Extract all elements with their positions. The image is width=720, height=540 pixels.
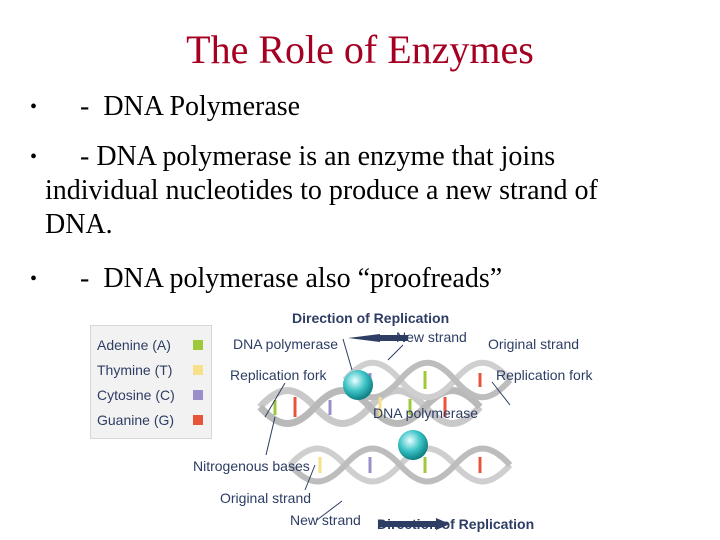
original-strand-label-bottom: Original strand xyxy=(220,490,312,506)
leader-lines xyxy=(264,338,511,521)
daughter-helix-top xyxy=(342,359,513,401)
guanine-swatch xyxy=(193,415,203,425)
arrow-right-shaft xyxy=(378,521,438,527)
dna-polymerase-label-mid: DNA polymerase xyxy=(373,405,479,421)
legend-item: Cytosine (C) xyxy=(97,384,209,406)
slide-title: The Role of Enzymes xyxy=(186,27,534,72)
enzyme-dna-polymerase-mid xyxy=(398,430,428,460)
legend-item: Thymine (T) xyxy=(97,359,209,381)
dna-helix-illustration xyxy=(257,334,513,530)
replication-fork-label-right: Replication fork xyxy=(496,367,593,383)
bullet-marker: • xyxy=(30,268,38,290)
direction-of-replication-bottom: Direction of Replication xyxy=(377,516,535,532)
legend-item: Guanine (G) xyxy=(97,409,209,431)
cytosine-swatch xyxy=(193,390,203,400)
bullet-text: - DNA polymerase is an enzyme that joins… xyxy=(45,141,598,240)
legend-item: Adenine (A) xyxy=(97,334,209,356)
replication-fork-label-left: Replication fork xyxy=(230,367,327,383)
dna-polymerase-label-left: DNA polymerase xyxy=(233,336,339,352)
thymine-swatch xyxy=(193,365,203,375)
nucleotide-legend: Adenine (A) Thymine (T) Cytosine (C) Gua… xyxy=(90,325,212,439)
bullet-text: - DNA polymerase also “proofreads” xyxy=(45,263,503,294)
arrow-left-icon xyxy=(348,334,380,342)
bullet-marker: • xyxy=(30,146,38,168)
new-strand-label-top: New strand xyxy=(396,329,467,345)
dna-replication-figure: Adenine (A) Thymine (T) Cytosine (C) Gua… xyxy=(80,305,640,540)
bullet-text: - DNA Polymerase xyxy=(45,91,301,122)
base-pair-rungs xyxy=(273,371,482,473)
direction-of-replication-top: Direction of Replication xyxy=(292,310,450,326)
adenine-swatch xyxy=(193,340,203,350)
nitrogenous-bases-label: Nitrogenous bases xyxy=(193,458,310,474)
original-strand-label-top: Original strand xyxy=(488,336,580,352)
arrow-right-icon xyxy=(436,518,450,530)
bullet-marker: • xyxy=(30,96,38,118)
arrow-left-shaft xyxy=(378,335,408,341)
new-strand-label-bottom: New strand xyxy=(290,512,361,528)
daughter-helix-bottom xyxy=(287,445,513,485)
enzyme-dna-polymerase-top xyxy=(343,370,373,400)
